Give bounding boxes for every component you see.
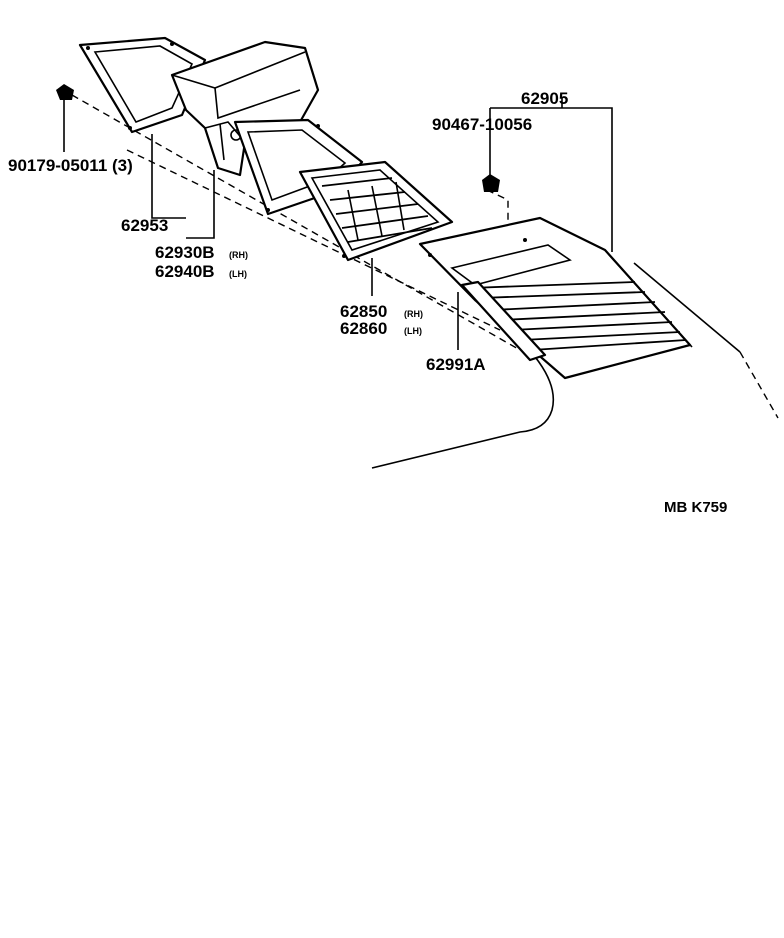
label-louver-frame-lh: 62860 <box>340 319 387 338</box>
figure-code: MB K759 <box>664 499 727 516</box>
label-duct-rh-suffix: (RH) <box>229 250 248 260</box>
label-duct-lh-suffix: (LH) <box>229 269 247 279</box>
label-duct-rh: 62930B <box>155 243 215 262</box>
louver-frame-part <box>298 160 454 262</box>
seal-strip-part <box>460 280 547 362</box>
screw-part <box>482 174 500 192</box>
label-assembly: 62905 <box>521 89 568 108</box>
label-louver-frame-rh-suffix: (RH) <box>404 309 423 319</box>
label-clip: 90179-05011 (3) <box>8 156 133 175</box>
louver-assembly-part <box>418 216 693 380</box>
label-seal: 62991A <box>426 355 486 374</box>
body-panel-outline <box>371 262 779 469</box>
label-louver-frame-rh: 62850 <box>340 302 387 321</box>
label-screw: 90467-10056 <box>432 115 532 134</box>
clip-part <box>56 84 74 100</box>
leader-lines <box>63 98 613 350</box>
label-gasket: 62953 <box>121 216 168 235</box>
label-louver-frame-lh-suffix: (LH) <box>404 326 422 336</box>
label-duct-lh: 62940B <box>155 262 215 281</box>
